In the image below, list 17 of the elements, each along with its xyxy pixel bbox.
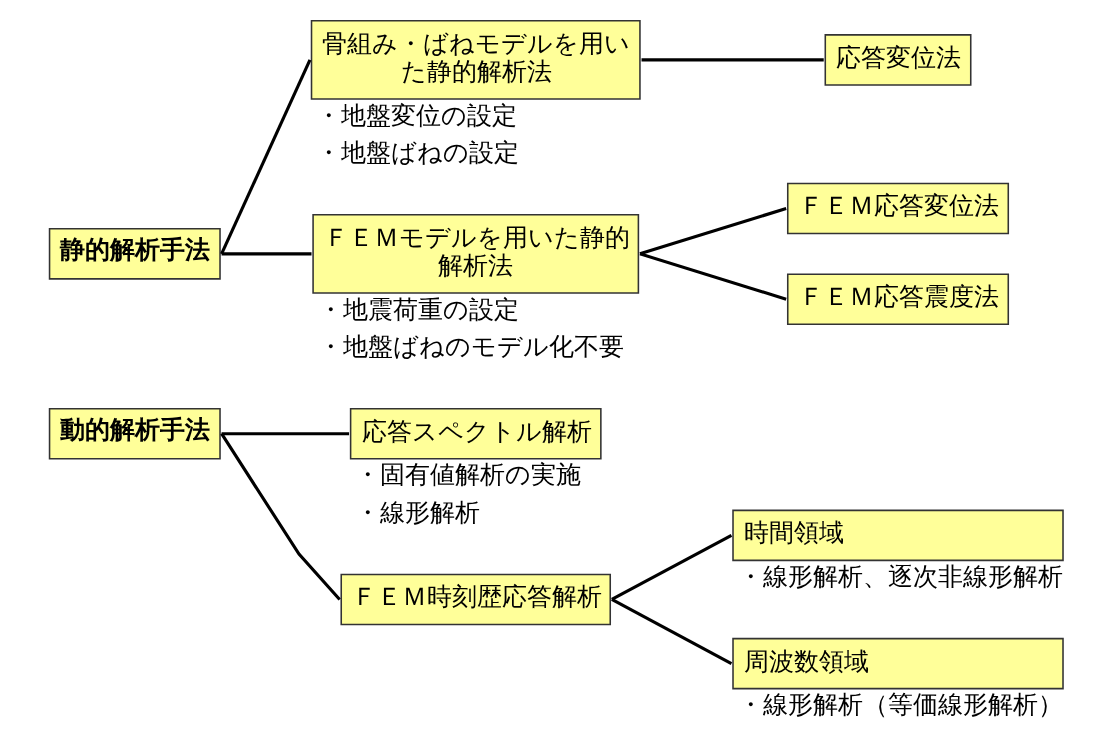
node-label: ・地盤変位の設定 [315,100,517,130]
connector [219,59,311,255]
connector [221,432,349,436]
node-label: ・線形解析、逐次非線形解析 [737,562,1063,592]
connector [639,207,787,256]
node-label: ・線形解析 [354,497,480,527]
node-label: ・地盤ばねのモデル化不要 [317,332,624,362]
connector [641,58,824,62]
node-label: ・固有値解析の実施 [354,460,581,490]
node-label: ・地盤ばねの設定 [315,138,519,168]
node-label: ・地震荷重の設定 [317,294,519,324]
connector [610,534,732,601]
connector [610,598,732,665]
connector [219,432,341,601]
connector [221,252,311,256]
node-label: ・線形解析（等価線形解析） [737,690,1063,720]
connector [639,252,787,301]
